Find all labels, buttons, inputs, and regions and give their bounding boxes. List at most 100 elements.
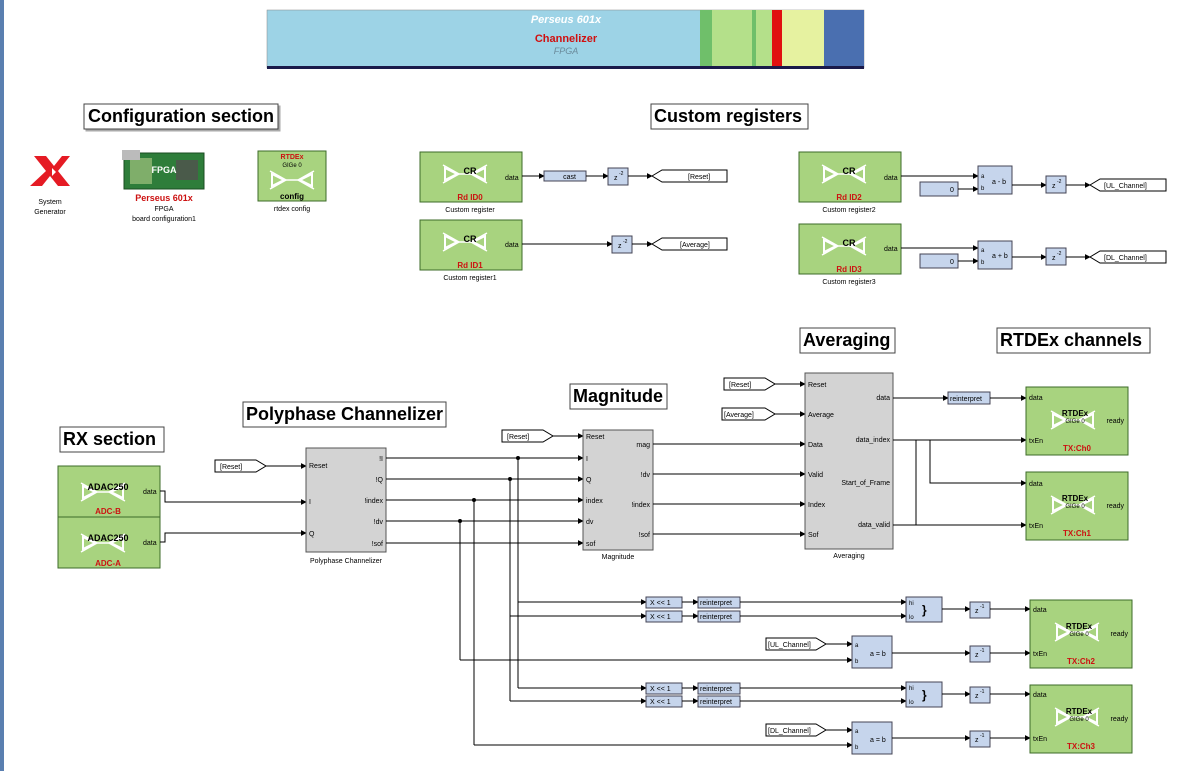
shift-block-3a[interactable]: X << 1 xyxy=(645,682,683,695)
banner-title: Perseus 601x xyxy=(531,14,602,26)
rtdex-config-label: rtdex config xyxy=(274,206,310,213)
from-average[interactable]: [Average] xyxy=(721,407,776,421)
from-reset-3[interactable]: [Reset] xyxy=(723,377,776,391)
tx-ch3-block[interactable]: data txEn RTDEx GIGe 0 ready TX:Ch3 xyxy=(1029,684,1133,754)
reinterpret-3b[interactable]: reinterpret xyxy=(697,695,741,708)
shift-block-3b[interactable]: X << 1 xyxy=(645,695,683,708)
cmp2-port-a: a xyxy=(855,643,859,649)
adc-b-block[interactable]: ADAC250 data ADC-B xyxy=(57,465,161,518)
sub-port-b: b xyxy=(981,186,985,192)
reinterpret-2b[interactable]: reinterpret xyxy=(697,610,741,623)
reinterpret-avg[interactable]: reinterpret xyxy=(947,391,991,405)
add-port-b: b xyxy=(981,260,985,266)
shift-block-2b[interactable]: X << 1 xyxy=(645,610,683,623)
adc-a-name: ADAC250 xyxy=(87,533,128,543)
avg-in-data: Data xyxy=(808,442,823,449)
board-name: Perseus 601x xyxy=(135,193,193,203)
from-ul-channel[interactable]: [UL_Channel] xyxy=(765,637,827,651)
rtdex-config-block[interactable]: RTDEx GIGe 0 config rtdex config xyxy=(257,150,327,213)
compare-block-3[interactable]: a b a = b xyxy=(851,721,893,755)
system-generator-block[interactable]: System Generator xyxy=(30,156,70,216)
adc-a-block[interactable]: ADAC250 data ADC-A xyxy=(57,516,161,569)
pp-out-dv: !dv xyxy=(374,519,384,526)
header-rtdex-channels: RTDEx channels xyxy=(996,327,1151,354)
goto-ul-text: [UL_Channel] xyxy=(1104,183,1147,190)
delay-block-ch2b[interactable]: z -1 xyxy=(969,645,991,663)
cr0-label: Custom register xyxy=(445,207,495,214)
from-reset-2[interactable]: [Reset] xyxy=(501,429,554,443)
delay-block-ch2a[interactable]: z -1 xyxy=(969,601,991,619)
rtdex-config-sub: GIGe 0 xyxy=(282,163,302,169)
reinterpret-avg-text: reinterpret xyxy=(950,396,982,403)
banner-caption: FPGA xyxy=(554,46,579,56)
tx-ch1-block[interactable]: data txEn RTDEx GIGe 0 ready TX:Ch1 xyxy=(1025,471,1129,541)
concat3-hi: hi xyxy=(909,686,914,692)
averaging-block[interactable]: Reset Average Data Valid Index Sof data … xyxy=(804,372,894,560)
goto-reset[interactable]: [Reset] xyxy=(651,169,728,183)
cr1-port: data xyxy=(505,242,519,249)
reinterpret-2a[interactable]: reinterpret xyxy=(697,596,741,609)
goto-ul-channel[interactable]: [UL_Channel] xyxy=(1089,178,1167,192)
pp-out-q: !Q xyxy=(376,477,384,484)
custom-register-3[interactable]: CR data Rd ID3 Custom register3 xyxy=(798,223,902,286)
pp-in-q: Q xyxy=(309,531,315,538)
delay0-z: z xyxy=(614,175,618,182)
shift-block-2a[interactable]: X << 1 xyxy=(645,596,683,609)
from-dl-channel[interactable]: [DL_Channel] xyxy=(765,723,827,737)
const-block-3[interactable]: 0 xyxy=(919,253,959,269)
reint3b-text: reinterpret xyxy=(700,699,732,706)
cr1-label: Custom register1 xyxy=(443,275,496,282)
add-block[interactable]: a b a + b xyxy=(977,240,1013,270)
delay-block-2[interactable]: z -2 xyxy=(1045,175,1067,194)
cr0-id: Rd ID0 xyxy=(457,193,483,202)
cast-text: cast xyxy=(563,174,576,181)
board-icon-text: FPGA xyxy=(151,165,177,175)
cast-block[interactable]: cast xyxy=(543,170,587,182)
mag-in-index: index xyxy=(586,498,603,505)
magnitude-block[interactable]: Reset I Q index dv sof mag !dv !index !s… xyxy=(582,429,654,561)
board-configuration-block[interactable]: FPGA Perseus 601x FPGA board configurati… xyxy=(122,150,205,223)
cr0-cr: CR xyxy=(464,166,477,176)
tx2-in-txen: txEn xyxy=(1033,651,1047,658)
delay-block-3[interactable]: z -2 xyxy=(1045,247,1067,266)
tx2-in-data: data xyxy=(1033,607,1047,614)
polyphase-channelizer-block[interactable]: Reset I Q !I !Q !index !dv !sof Polyphas… xyxy=(305,447,387,565)
subtract-block[interactable]: a b a - b xyxy=(977,165,1013,195)
header-averaging: Averaging xyxy=(799,327,896,354)
tx2-name: RTDEx xyxy=(1066,622,1093,631)
mag-in-q: Q xyxy=(586,477,592,484)
tx0-in-txen: txEn xyxy=(1029,438,1043,445)
delay-block-ch3a[interactable]: z -1 xyxy=(969,686,991,704)
reinterpret-3a[interactable]: reinterpret xyxy=(697,682,741,695)
goto-average[interactable]: [Average] xyxy=(651,237,728,251)
from-dl-text: [DL_Channel] xyxy=(768,728,811,735)
goto-dl-channel[interactable]: [DL_Channel] xyxy=(1089,250,1167,264)
add-port-a: a xyxy=(981,248,985,254)
tx-ch2-block[interactable]: data txEn RTDEx GIGe 0 ready TX:Ch2 xyxy=(1029,599,1133,669)
shift2b-text: X << 1 xyxy=(650,614,671,621)
header-magnitude-text: Magnitude xyxy=(573,386,663,406)
tx-ch0-block[interactable]: data txEn RTDEx GIGe 0 ready TX:Ch0 xyxy=(1025,386,1129,456)
from-reset-1[interactable]: [Reset] xyxy=(214,459,267,473)
compare-block-2[interactable]: a b a = b xyxy=(851,635,893,669)
avg-out-data-index: data_index xyxy=(856,437,891,444)
adc-b-port: data xyxy=(143,489,157,496)
tx3-in-data: data xyxy=(1033,692,1047,699)
dch2a-z: z xyxy=(975,608,979,615)
tx1-name: RTDEx xyxy=(1062,494,1089,503)
custom-register-2[interactable]: CR data Rd ID2 Custom register2 xyxy=(798,151,902,214)
concat-block-2[interactable]: hi lo } xyxy=(905,596,943,623)
const-block-2[interactable]: 0 xyxy=(919,181,959,197)
header-rtdex-channels-text: RTDEx channels xyxy=(1000,330,1142,350)
custom-register-1[interactable]: CR data Rd ID1 Custom register1 xyxy=(419,219,523,282)
delay-block-ch3b[interactable]: z -1 xyxy=(969,730,991,748)
concat-block-3[interactable]: hi lo } xyxy=(905,681,943,708)
delay-block-1[interactable]: z -2 xyxy=(611,235,633,254)
delay-block-0[interactable]: z -2 xyxy=(607,167,629,186)
tx0-in-data: data xyxy=(1029,395,1043,402)
sysgen-label1: System xyxy=(38,199,62,206)
rtdex-config-text: config xyxy=(280,192,304,201)
banner-subtitle: Channelizer xyxy=(535,33,598,45)
custom-register-0[interactable]: CR data Rd ID0 Custom register xyxy=(419,151,523,214)
